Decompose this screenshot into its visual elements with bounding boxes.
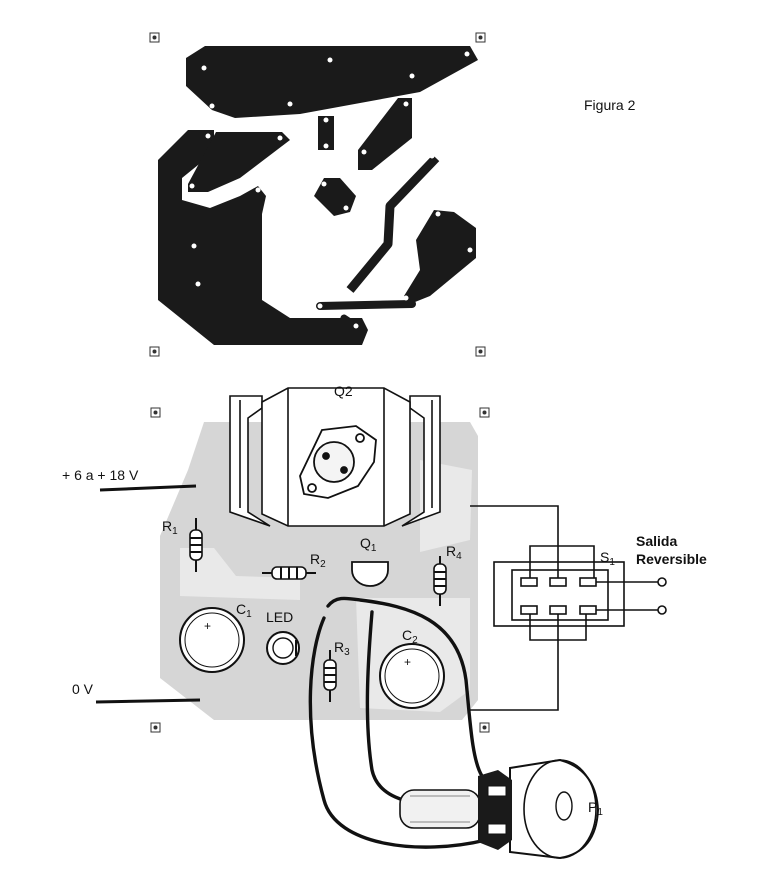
- copper-trace-1: [346, 154, 440, 293]
- label-supply-ground: 0 V: [72, 681, 94, 697]
- capacitor-c2: [379, 643, 445, 709]
- component-layout: [95, 387, 667, 860]
- led: [266, 631, 300, 665]
- label-p1: P1: [588, 799, 603, 818]
- label-c2: C2: [402, 627, 418, 646]
- label-s1: S1: [600, 549, 615, 568]
- switch-s1: [470, 505, 658, 711]
- copper-pad-left-ground: [158, 130, 368, 345]
- label-r2: R2: [310, 551, 326, 570]
- output-terminal-bottom: [657, 605, 667, 615]
- copper-pad-slot: [318, 116, 334, 150]
- label-r4: R4: [446, 543, 462, 562]
- potentiometer-p1: [399, 758, 600, 860]
- copper-pad-top-band: [186, 46, 478, 118]
- resistor-r2: [262, 566, 316, 580]
- corner-marker-c-tl: [150, 407, 161, 418]
- resistor-r1: [189, 518, 203, 572]
- label-c2-plus: +: [404, 655, 411, 669]
- label-r3: R3: [334, 639, 350, 658]
- corner-marker-c-bl: [150, 722, 161, 733]
- corner-marker-tl: [149, 32, 160, 43]
- label-c1: C1: [236, 601, 252, 620]
- corner-marker-bl: [149, 346, 160, 357]
- corner-marker-c-br: [479, 722, 490, 733]
- copper-pad-center: [314, 178, 356, 216]
- copper-holes: [189, 51, 473, 329]
- output-terminal-top: [657, 577, 667, 587]
- copper-pad-right-upper: [358, 98, 412, 170]
- trace-shade-1: [180, 548, 300, 600]
- corner-marker-tr: [475, 32, 486, 43]
- label-r1: R1: [162, 518, 178, 537]
- ground-supply-lead: [95, 698, 201, 704]
- transistor-q1: [351, 561, 389, 587]
- copper-trace-2: [316, 300, 416, 310]
- resistor-r3: [323, 650, 337, 702]
- label-output-line2: Reversible: [636, 551, 707, 567]
- label-q1: Q1: [360, 535, 377, 554]
- label-supply-positive: + 6 a + 18 V: [62, 467, 139, 483]
- copper-pad-right-lower: [404, 210, 476, 304]
- q2-transistor: [299, 425, 377, 499]
- corner-marker-c-tr: [479, 407, 490, 418]
- capacitor-c1: [179, 607, 245, 673]
- label-q2: Q2: [334, 383, 353, 399]
- resistor-r4: [433, 556, 447, 606]
- copper-pad-diagonal-left: [188, 132, 290, 192]
- label-output-line1: Salida: [636, 533, 677, 549]
- positive-supply-lead: [99, 484, 197, 492]
- corner-marker-br: [475, 346, 486, 357]
- figure-caption: Figura 2: [584, 97, 636, 113]
- label-led: LED: [266, 609, 293, 625]
- label-c1-plus: +: [204, 619, 211, 633]
- copper-layout: [149, 32, 486, 357]
